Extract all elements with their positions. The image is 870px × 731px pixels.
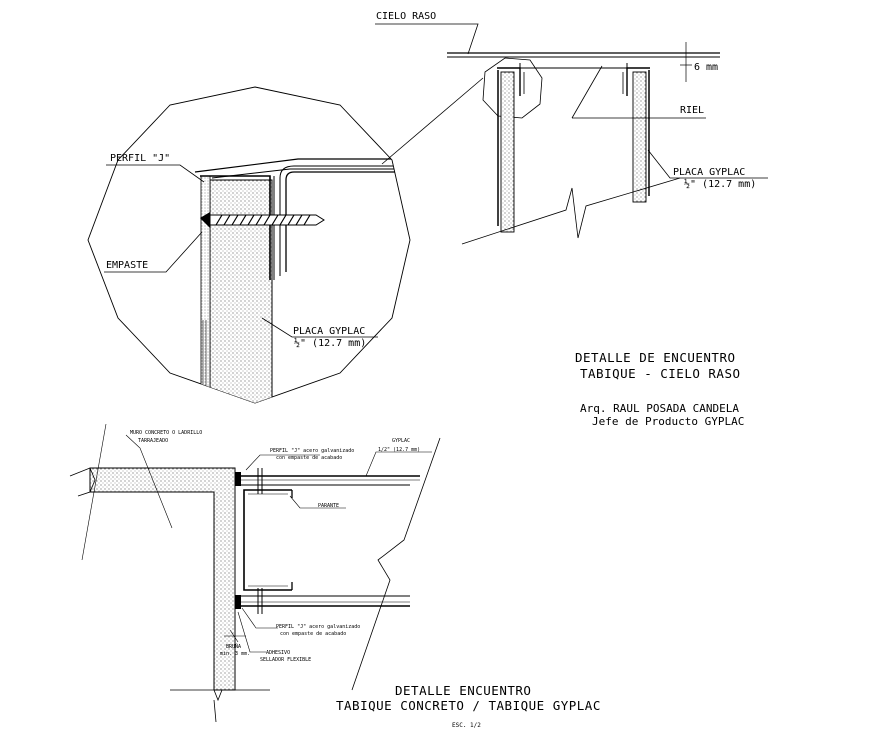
placa-thick-top: ½" (12.7 mm)	[684, 178, 756, 190]
placa-thick-zoom: ½" (12.7 mm)	[294, 337, 366, 349]
riel-label: RIEL	[680, 105, 704, 116]
riel-channel	[519, 63, 628, 69]
callout-octagon	[482, 57, 543, 119]
perfil-j-leader	[106, 164, 205, 183]
parante-leader	[289, 495, 346, 509]
perfil-top-label-1: PERFIL "J" acero galvanizado	[270, 448, 354, 454]
perfil-bottom-label-2: con empaste de acabado	[280, 631, 346, 637]
adhesivo-leader	[237, 611, 266, 653]
right-gyplac-panel	[632, 71, 647, 203]
cielo-raso-leader	[375, 23, 479, 55]
muro-label-2: TARRAJEADO	[138, 438, 168, 444]
bottom-detail: MURO CONCRETO O LADRILLO TARRAJEADO PERF…	[69, 423, 441, 723]
placa-label-zoom: PLACA GYPLAC	[293, 326, 365, 337]
author-role: Jefe de Producto GYPLAC	[592, 415, 744, 428]
left-gyplac-panel	[500, 71, 515, 233]
concrete-wall	[89, 467, 236, 691]
perfil-j-label: PERFIL "J"	[110, 153, 170, 164]
riel-leader	[571, 65, 603, 119]
title-block-1: DETALLE DE ENCUENTRO TABIQUE - CIELO RAS…	[575, 350, 744, 428]
zoom-detail: PERFIL "J" EMPASTE PLACA GYPLAC ½" (12.7…	[87, 86, 411, 404]
placa-leader-top	[647, 149, 768, 179]
placa-label-top: PLACA GYPLAC	[673, 167, 745, 178]
zoom-empaste-strip	[200, 175, 211, 403]
top-detail: CIELO RASO 6 mm RIEL PLACA GYPLAC ½" (12…	[375, 11, 768, 245]
perfil-bottom-leader	[241, 607, 278, 629]
title-block-2: DETALLE ENCUENTRO TABIQUE CONCRETO / TAB…	[336, 683, 601, 729]
bruna-label-2: min. 3 mm.	[220, 651, 250, 657]
zoom-riel	[285, 171, 410, 272]
gyplac-label-2: 1/2" (12.7 mm)	[378, 447, 420, 453]
author-name: Arq. RAUL POSADA CANDELA	[580, 402, 739, 415]
adhesivo-label-2: SELLADOR FLEXIBLE	[260, 657, 311, 663]
title1-line2: TABIQUE - CIELO RASO	[580, 366, 741, 381]
parante-stud	[243, 489, 292, 591]
title2-line2: TABIQUE CONCRETO / TABIQUE GYPLAC	[336, 698, 601, 713]
empaste-label: EMPASTE	[106, 260, 148, 271]
bruna-label-1: BRUÑA	[226, 643, 241, 650]
muro-leader	[125, 434, 173, 529]
break-line-bottom	[351, 437, 441, 691]
empaste-leader	[104, 231, 203, 273]
title1-line1: DETALLE DE ENCUENTRO	[575, 350, 736, 365]
perfil-j-bottom-bottomdetail	[235, 595, 241, 609]
perfil-top-label-2: con empaste de acabado	[276, 455, 342, 461]
perfil-j-top-bottomdetail	[235, 472, 241, 486]
title2-scale: ESC. 1/2	[452, 722, 481, 729]
title2-line1: DETALLE ENCUENTRO	[395, 683, 531, 698]
gyplac-leader	[365, 451, 432, 477]
muro-label-1: MURO CONCRETO O LADRILLO	[130, 430, 202, 436]
dim-6mm-label: 6 mm	[694, 62, 718, 73]
cielo-raso-label: CIELO RASO	[376, 11, 436, 22]
zoom-j-profile	[200, 175, 271, 280]
gyplac-label-1: GYPLAC	[392, 438, 410, 444]
parante-label: PARANTE	[318, 503, 339, 509]
adhesivo-label-1: ADHESIVO	[266, 650, 290, 656]
break-line-top	[461, 177, 681, 245]
placa-leader-zoom	[261, 317, 378, 338]
perfil-top-leader	[245, 454, 320, 471]
zoom-connector	[381, 77, 484, 165]
perfil-bottom-label-1: PERFIL "J" acero galvanizado	[276, 624, 360, 630]
